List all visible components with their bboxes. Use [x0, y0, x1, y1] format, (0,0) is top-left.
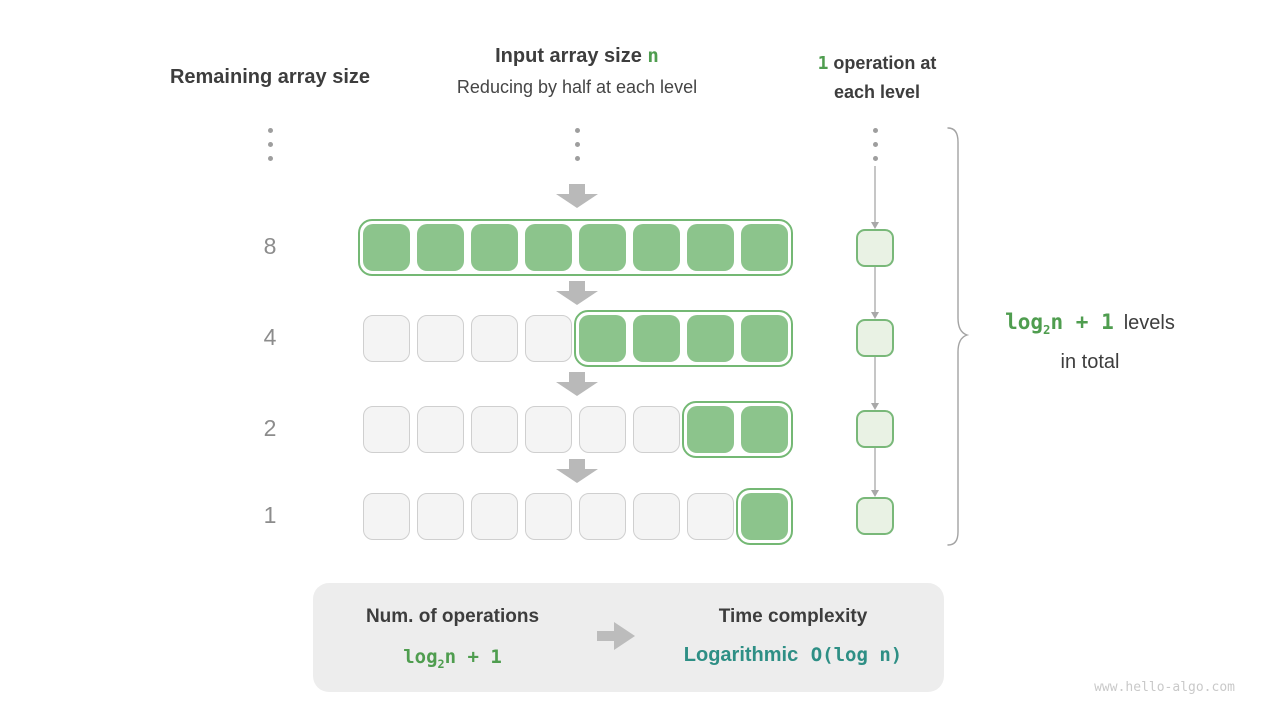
array-cell-active: [633, 315, 680, 362]
active-subarray-outline: [736, 488, 793, 545]
array-row-size-4: [363, 310, 793, 367]
ops-code-log: log: [403, 646, 438, 668]
operation-square-level-3: [856, 410, 894, 448]
operation-square-level-2: [856, 319, 894, 357]
dot: [872, 128, 878, 133]
dot: [267, 142, 273, 147]
time-complexity-value: Logarithmic O(log n): [643, 644, 943, 667]
operation-square-level-4: [856, 497, 894, 535]
row-label-2: 2: [263, 415, 277, 441]
dot: [872, 142, 878, 147]
ellipsis-dots-right: [870, 128, 880, 161]
header-operation-at: operation at: [828, 53, 937, 73]
array-row-size-8: [358, 219, 793, 276]
array-cell-active: [579, 224, 626, 271]
array-cell-discarded: [687, 493, 734, 540]
array-cell-active: [363, 224, 410, 271]
dot: [574, 156, 580, 161]
block-down-arrow-icon: [556, 184, 598, 208]
ellipsis-dots-center: [572, 128, 582, 161]
watermark: www.hello-algo.com: [1094, 680, 1235, 695]
array-cell-discarded: [363, 493, 410, 540]
array-cell-discarded: [633, 493, 680, 540]
levels-code-log: log: [1005, 310, 1044, 334]
array-cell-active: [579, 315, 626, 362]
header-each-level: each level: [833, 82, 921, 102]
block-down-arrow-icon: [556, 459, 598, 483]
logarithmic-word: Logarithmic: [683, 644, 799, 666]
array-cell-discarded: [417, 406, 464, 453]
big-o-code: O(log n): [810, 644, 903, 666]
array-cell-active: [471, 224, 518, 271]
array-cell-discarded: [417, 315, 464, 362]
header-input-array-size-text: Input array size: [495, 45, 648, 67]
header-n-code: n: [647, 45, 659, 67]
header-remaining-array-size: Remaining array size: [169, 66, 371, 88]
header-input-array-size: Input array size n Reducing by half at e…: [377, 45, 777, 98]
array-cell-active: [741, 406, 788, 453]
levels-total-label: log2n + 1 levels in total: [985, 306, 1195, 379]
array-cell-active: [417, 224, 464, 271]
array-cell-discarded: [579, 406, 626, 453]
block-down-arrow-icon: [556, 281, 598, 305]
operation-square-level-1: [856, 229, 894, 267]
array-cell-discarded: [471, 406, 518, 453]
header-reducing-subtitle: Reducing by half at each level: [456, 77, 698, 97]
array-row-size-2: [363, 401, 793, 458]
row-label-8: 8: [263, 233, 277, 259]
array-cell-active: [525, 224, 572, 271]
array-cell-discarded: [417, 493, 464, 540]
dot: [574, 142, 580, 147]
levels-in-total: in total: [1060, 351, 1120, 373]
array-cell-discarded: [525, 315, 572, 362]
levels-word: levels: [1123, 312, 1175, 334]
array-cell-discarded: [471, 493, 518, 540]
curly-brace: [947, 127, 970, 546]
operation-flow-arrows: [871, 166, 879, 497]
array-cell-discarded: [363, 315, 410, 362]
ops-code-n-plus-1: n + 1: [444, 646, 502, 668]
array-cell-active: [687, 315, 734, 362]
array-cell-active: [741, 315, 788, 362]
active-subarray-outline: [358, 219, 793, 276]
array-cell-discarded: [471, 315, 518, 362]
time-complexity-title: Time complexity: [718, 606, 868, 627]
array-cell-active: [633, 224, 680, 271]
ops-code-sub: 2: [437, 656, 445, 671]
dot: [267, 128, 273, 133]
num-operations-title: Num. of operations: [365, 606, 540, 627]
levels-code-n-plus-1: n + 1: [1050, 310, 1114, 334]
header-one-operation: 1 operation at each level: [767, 49, 987, 106]
active-subarray-outline: [574, 310, 793, 367]
array-cell-discarded: [525, 406, 572, 453]
array-cell-discarded: [633, 406, 680, 453]
array-cell-active: [687, 406, 734, 453]
array-cell-discarded: [579, 493, 626, 540]
array-cell-discarded: [525, 493, 572, 540]
block-down-arrow-icon: [556, 372, 598, 396]
num-operations-value: log2n + 1: [330, 646, 575, 671]
array-cell-discarded: [363, 406, 410, 453]
array-cell-active: [741, 224, 788, 271]
levels-code-sub: 2: [1043, 322, 1051, 337]
dot: [267, 156, 273, 161]
block-right-arrow-icon: [597, 622, 635, 650]
header-1-code: 1: [817, 53, 829, 74]
row-label-4: 4: [263, 324, 277, 350]
active-subarray-outline: [682, 401, 793, 458]
dot: [872, 156, 878, 161]
array-row-size-1: [363, 488, 793, 545]
dot: [574, 128, 580, 133]
ellipsis-dots-left: [265, 128, 275, 161]
row-label-1: 1: [263, 502, 277, 528]
array-cell-active: [687, 224, 734, 271]
array-cell-active: [741, 493, 788, 540]
summary-box: Num. of operations log2n + 1 Time comple…: [313, 583, 944, 692]
